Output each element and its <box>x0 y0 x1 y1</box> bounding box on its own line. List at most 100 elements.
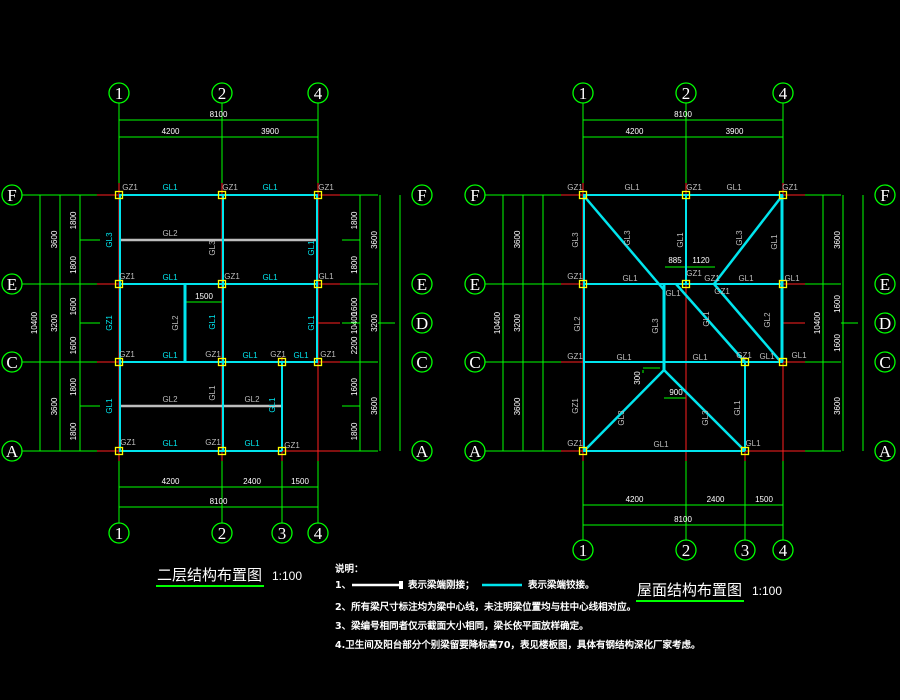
dim-text: 3900 <box>726 127 744 136</box>
axis-bubble-1-bottom: 1 <box>579 541 588 560</box>
column-marker <box>217 446 227 456</box>
beam-label: GL3 <box>651 318 660 334</box>
axis-bubble-right: A <box>416 442 429 461</box>
beam-label: GL1 <box>770 234 779 250</box>
beam-label: GL1 <box>791 351 807 360</box>
beam-label: GL2 <box>573 316 582 332</box>
beam-label: GL1 <box>745 439 761 448</box>
beam-label: GL1 <box>208 385 217 401</box>
axis-bubble-left: A <box>469 442 482 461</box>
dim-text: 1800 <box>350 211 359 229</box>
beam-label: GZ1 <box>714 287 730 296</box>
axis-bubble-left: C <box>469 353 480 372</box>
dim-text: 1800 <box>350 422 359 440</box>
column-marker <box>578 190 588 200</box>
beam-label: GZ1 <box>205 438 221 447</box>
beam-label: GZ1 <box>686 183 702 192</box>
axis-bubble-right: A <box>879 442 892 461</box>
beam-label: GZ1 <box>571 398 580 414</box>
beam-label: GZ1 <box>205 350 221 359</box>
dim-text: 1800 <box>350 256 359 274</box>
beam-label: GZ1 <box>105 315 114 331</box>
beam-label: GL1 <box>733 400 742 416</box>
axis-bubble-left: E <box>7 275 17 294</box>
dim-text: 1500 <box>195 292 213 301</box>
axis-bubble-left: E <box>470 275 480 294</box>
beam-label: GL1 <box>293 351 309 360</box>
beam-label: GL1 <box>653 440 669 449</box>
dim-text: 1600 <box>833 295 842 313</box>
axis-bubble-2-top: 2 <box>682 84 691 103</box>
axis-bubble-1-top: 1 <box>579 84 588 103</box>
axis-bubble-left-circle <box>1 273 23 295</box>
axis-bubble-1-bottom-circle <box>108 522 130 544</box>
axis-bubble-4-bottom: 4 <box>314 524 323 543</box>
axis-bubble-left: C <box>6 353 17 372</box>
axis-bubble-D-right-circle <box>874 312 896 334</box>
dim-text: 8100 <box>210 497 228 506</box>
dim-text: 1500 <box>291 477 309 486</box>
axis-bubble-right-circle <box>874 273 896 295</box>
dim-text: 3200 <box>50 314 59 332</box>
beam-label: GZ1 <box>122 183 138 192</box>
dim-text: 10400 <box>30 311 39 334</box>
beam-label: GZ1 <box>120 438 136 447</box>
steel-beam <box>713 195 783 285</box>
beam-label: GZ1 <box>119 272 135 281</box>
axis-bubble-right: F <box>880 186 889 205</box>
beam-label: GL1 <box>738 274 754 283</box>
beam-label: GL1 <box>616 353 632 362</box>
dim-text: 8100 <box>210 110 228 119</box>
beam-label: GL1 <box>105 398 114 414</box>
axis-bubble-4-top: 4 <box>779 84 788 103</box>
beam-label: GL1 <box>307 315 316 331</box>
dim-text: 8100 <box>674 515 692 524</box>
beam-label: GL3 <box>208 240 217 256</box>
beam-label: GL1 <box>759 352 775 361</box>
note-1-prefix: 1、 <box>335 580 351 591</box>
column-marker <box>778 357 788 367</box>
axis-bubble-1-bottom: 1 <box>115 524 124 543</box>
axis-bubble-left-circle <box>1 184 23 206</box>
axis-bubble-1-top-circle <box>572 82 594 104</box>
axis-bubble-left: A <box>6 442 19 461</box>
column-marker <box>313 279 323 289</box>
beam-label: GL1 <box>307 240 316 256</box>
beam-label: GZ1 <box>567 272 583 281</box>
beam-label: GL1 <box>244 439 260 448</box>
beam-label: GL1 <box>784 274 800 283</box>
beam-label: GL3 <box>735 230 744 246</box>
beam-label: GL2 <box>162 395 178 404</box>
axis-bubble-left-circle <box>1 440 23 462</box>
column-marker <box>217 190 227 200</box>
axis-bubble-right-circle <box>874 184 896 206</box>
axis-bubble-2-bottom: 2 <box>218 524 227 543</box>
beam-label: GZ1 <box>567 439 583 448</box>
axis-bubble-4-bottom: 4 <box>779 541 788 560</box>
beam-label: GZ1 <box>567 352 583 361</box>
column-marker <box>114 279 124 289</box>
dim-text: 4200 <box>162 127 180 136</box>
beam-label: GL1 <box>262 273 278 282</box>
axis-bubble-left-circle <box>464 440 486 462</box>
beam-label: GL2 <box>244 395 260 404</box>
dim-text: 4200 <box>626 495 644 504</box>
column-marker <box>578 446 588 456</box>
dim-text: 8100 <box>674 110 692 119</box>
beam-label: GZ1 <box>567 183 583 192</box>
beam-label: GL3 <box>617 410 626 426</box>
axis-bubble-right-circle <box>411 351 433 373</box>
axis-bubble-4-bottom-circle <box>772 539 794 561</box>
column-marker <box>681 190 691 200</box>
dim-text: 1600 <box>69 297 78 315</box>
dim-text: 3900 <box>261 127 279 136</box>
dim-text: 1800 <box>69 256 78 274</box>
beam-label: GL1 <box>162 439 178 448</box>
dim-text: 3600 <box>370 397 379 415</box>
beam-label: GL1 <box>318 272 334 281</box>
dim-text: 1600 <box>69 336 78 354</box>
beam-label: GZ1 <box>222 183 238 192</box>
